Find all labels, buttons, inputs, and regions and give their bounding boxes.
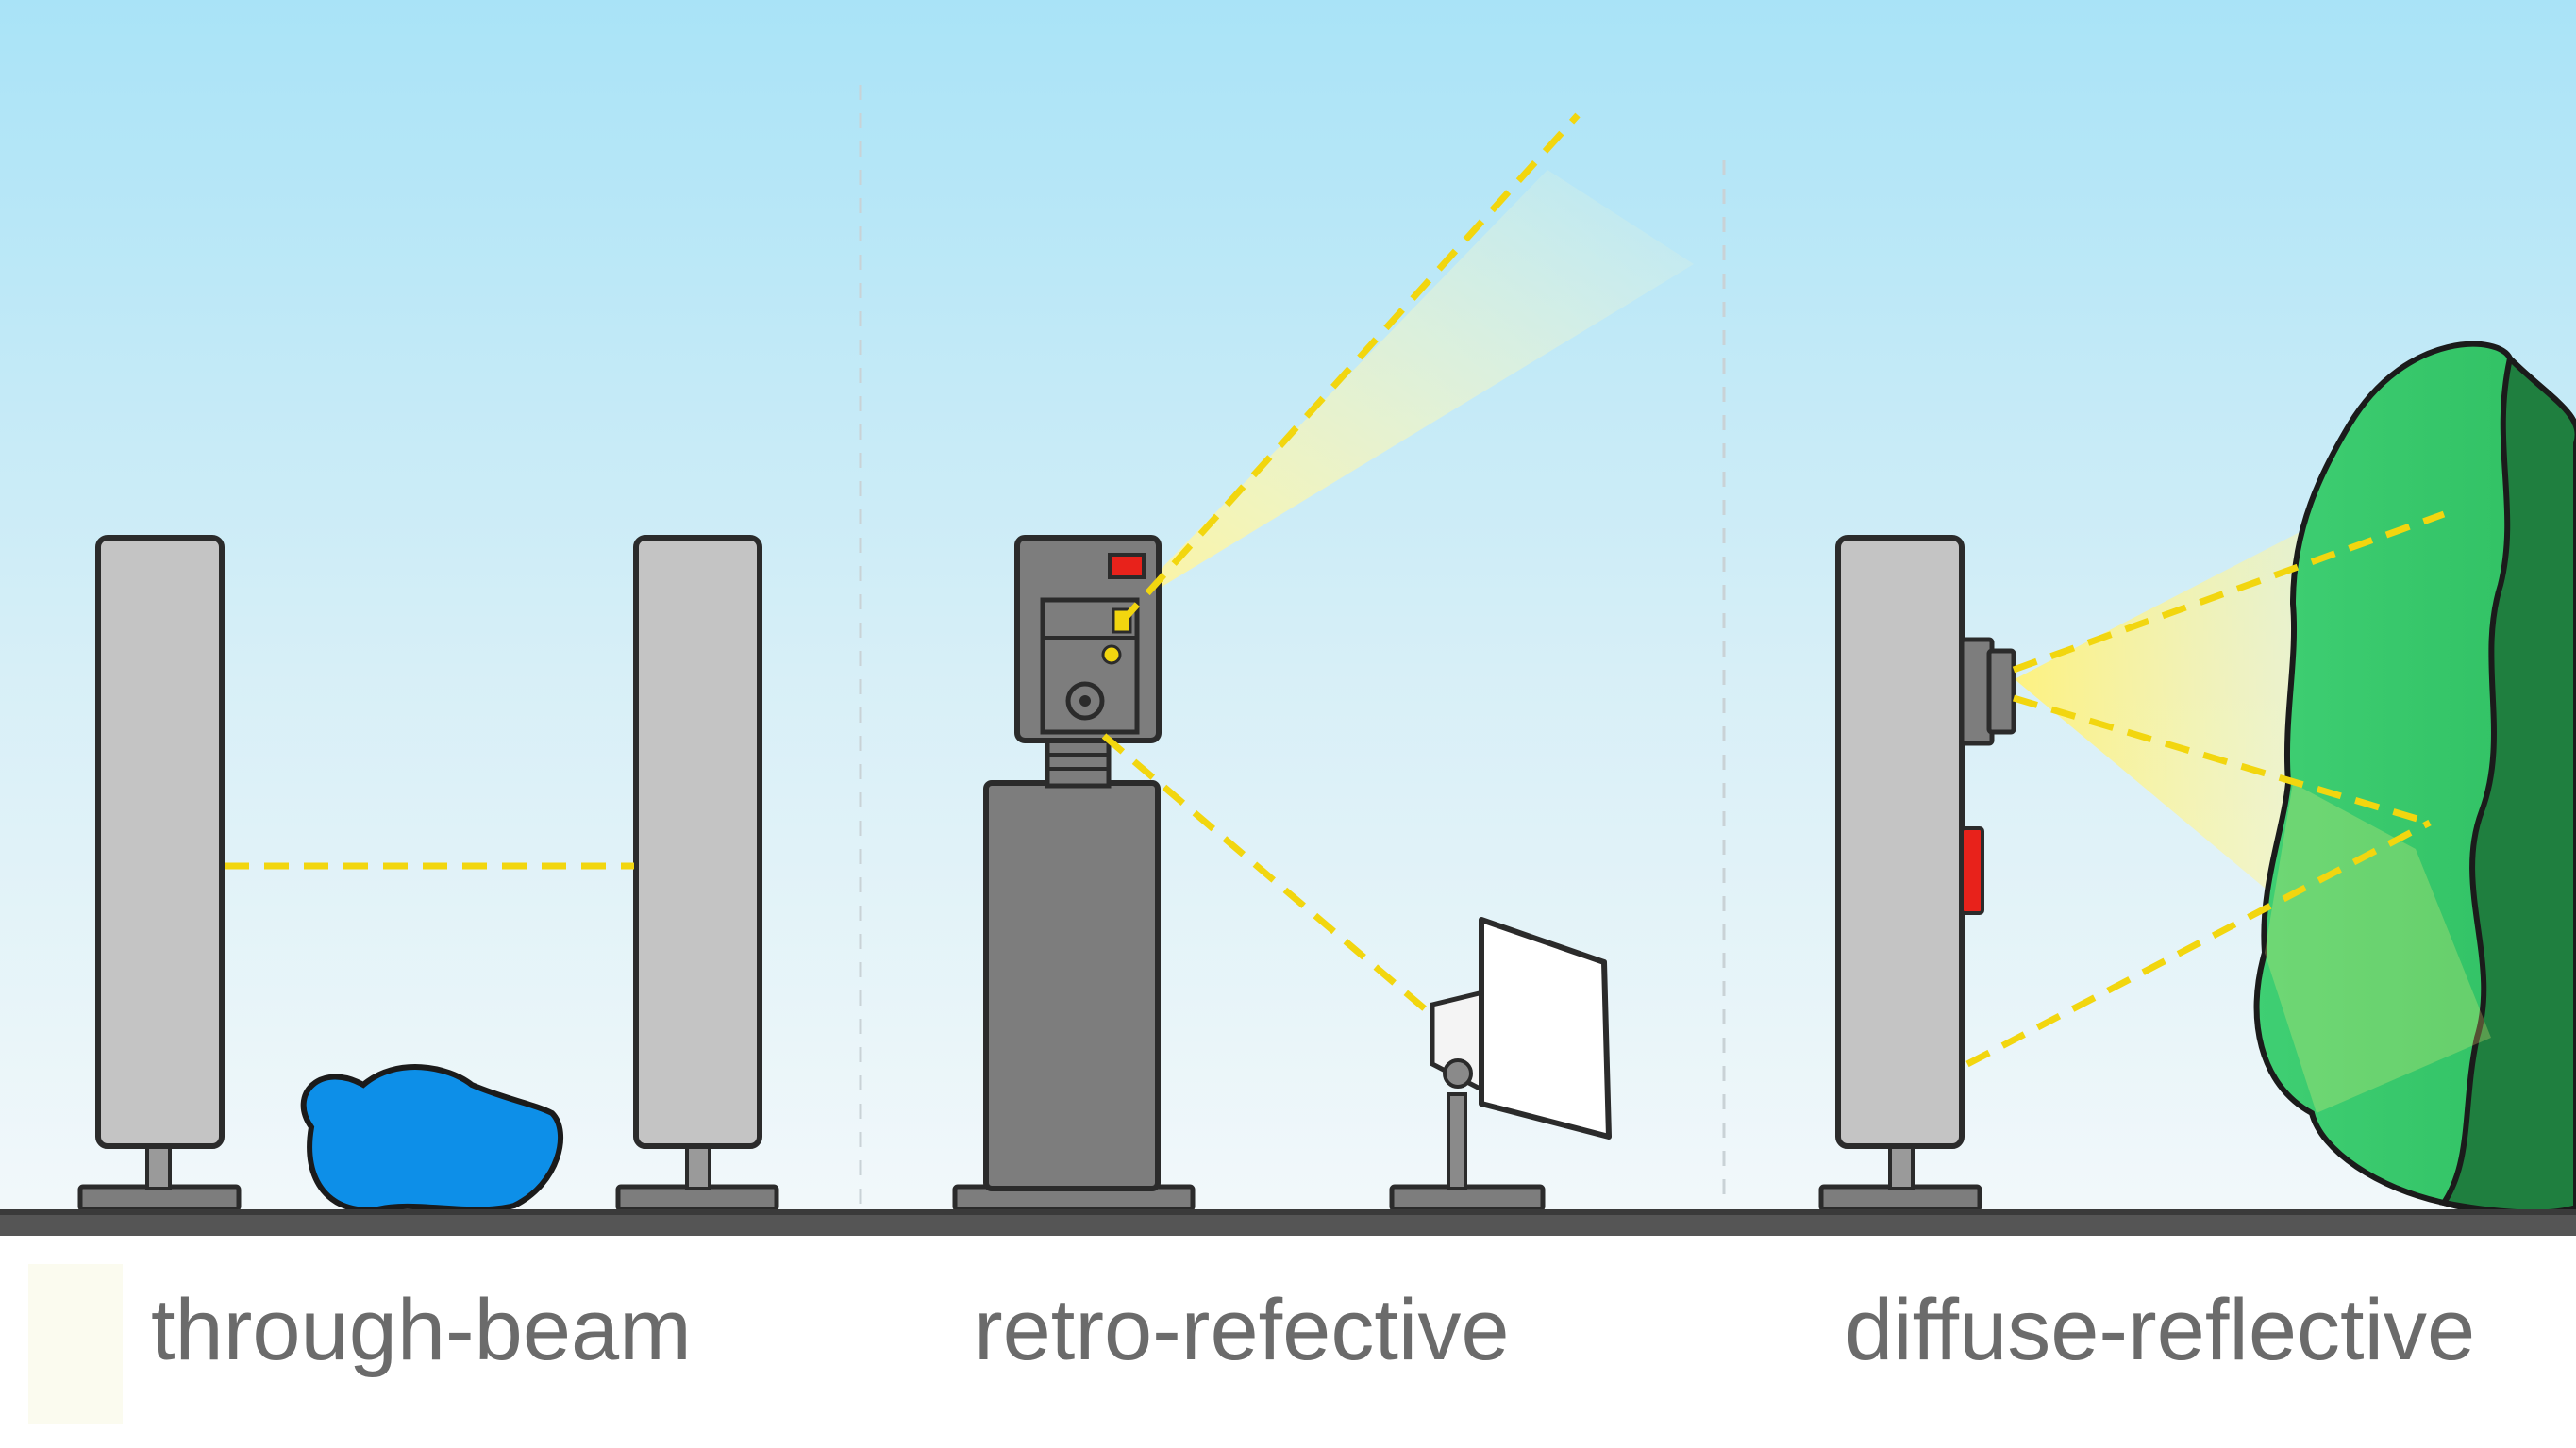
diffuse-reflective-section	[1818, 341, 2576, 1216]
retro-light-cone	[1118, 170, 1694, 613]
reflector-panel-icon	[1389, 917, 1612, 1212]
caption-retro-reflective: retro-refective	[974, 1282, 1510, 1378]
caption-through-beam: through-beam	[151, 1282, 692, 1378]
diffuse-beam-3	[1965, 819, 2432, 1068]
camera-sensor-icon	[1014, 535, 1162, 743]
retro-return-beam	[1101, 733, 1437, 1020]
caption-band	[0, 1236, 2576, 1448]
sensor-pillar-icon	[77, 535, 242, 1212]
floor-highlight	[0, 1209, 2576, 1215]
status-led	[1108, 553, 1146, 579]
caption-shading	[28, 1264, 123, 1424]
caption-diffuse-reflective: diffuse-reflective	[1845, 1282, 2476, 1378]
retro-outgoing-beam	[1118, 112, 1581, 625]
diffuse-beam-2	[2012, 694, 2432, 826]
through-beam-section	[77, 535, 779, 1213]
sensor-pillar-icon	[615, 535, 779, 1212]
retro-reflective-section	[952, 112, 1694, 1212]
rock-icon	[2253, 341, 2576, 1216]
status-led	[1960, 826, 1984, 915]
sky-background	[0, 0, 2576, 1217]
